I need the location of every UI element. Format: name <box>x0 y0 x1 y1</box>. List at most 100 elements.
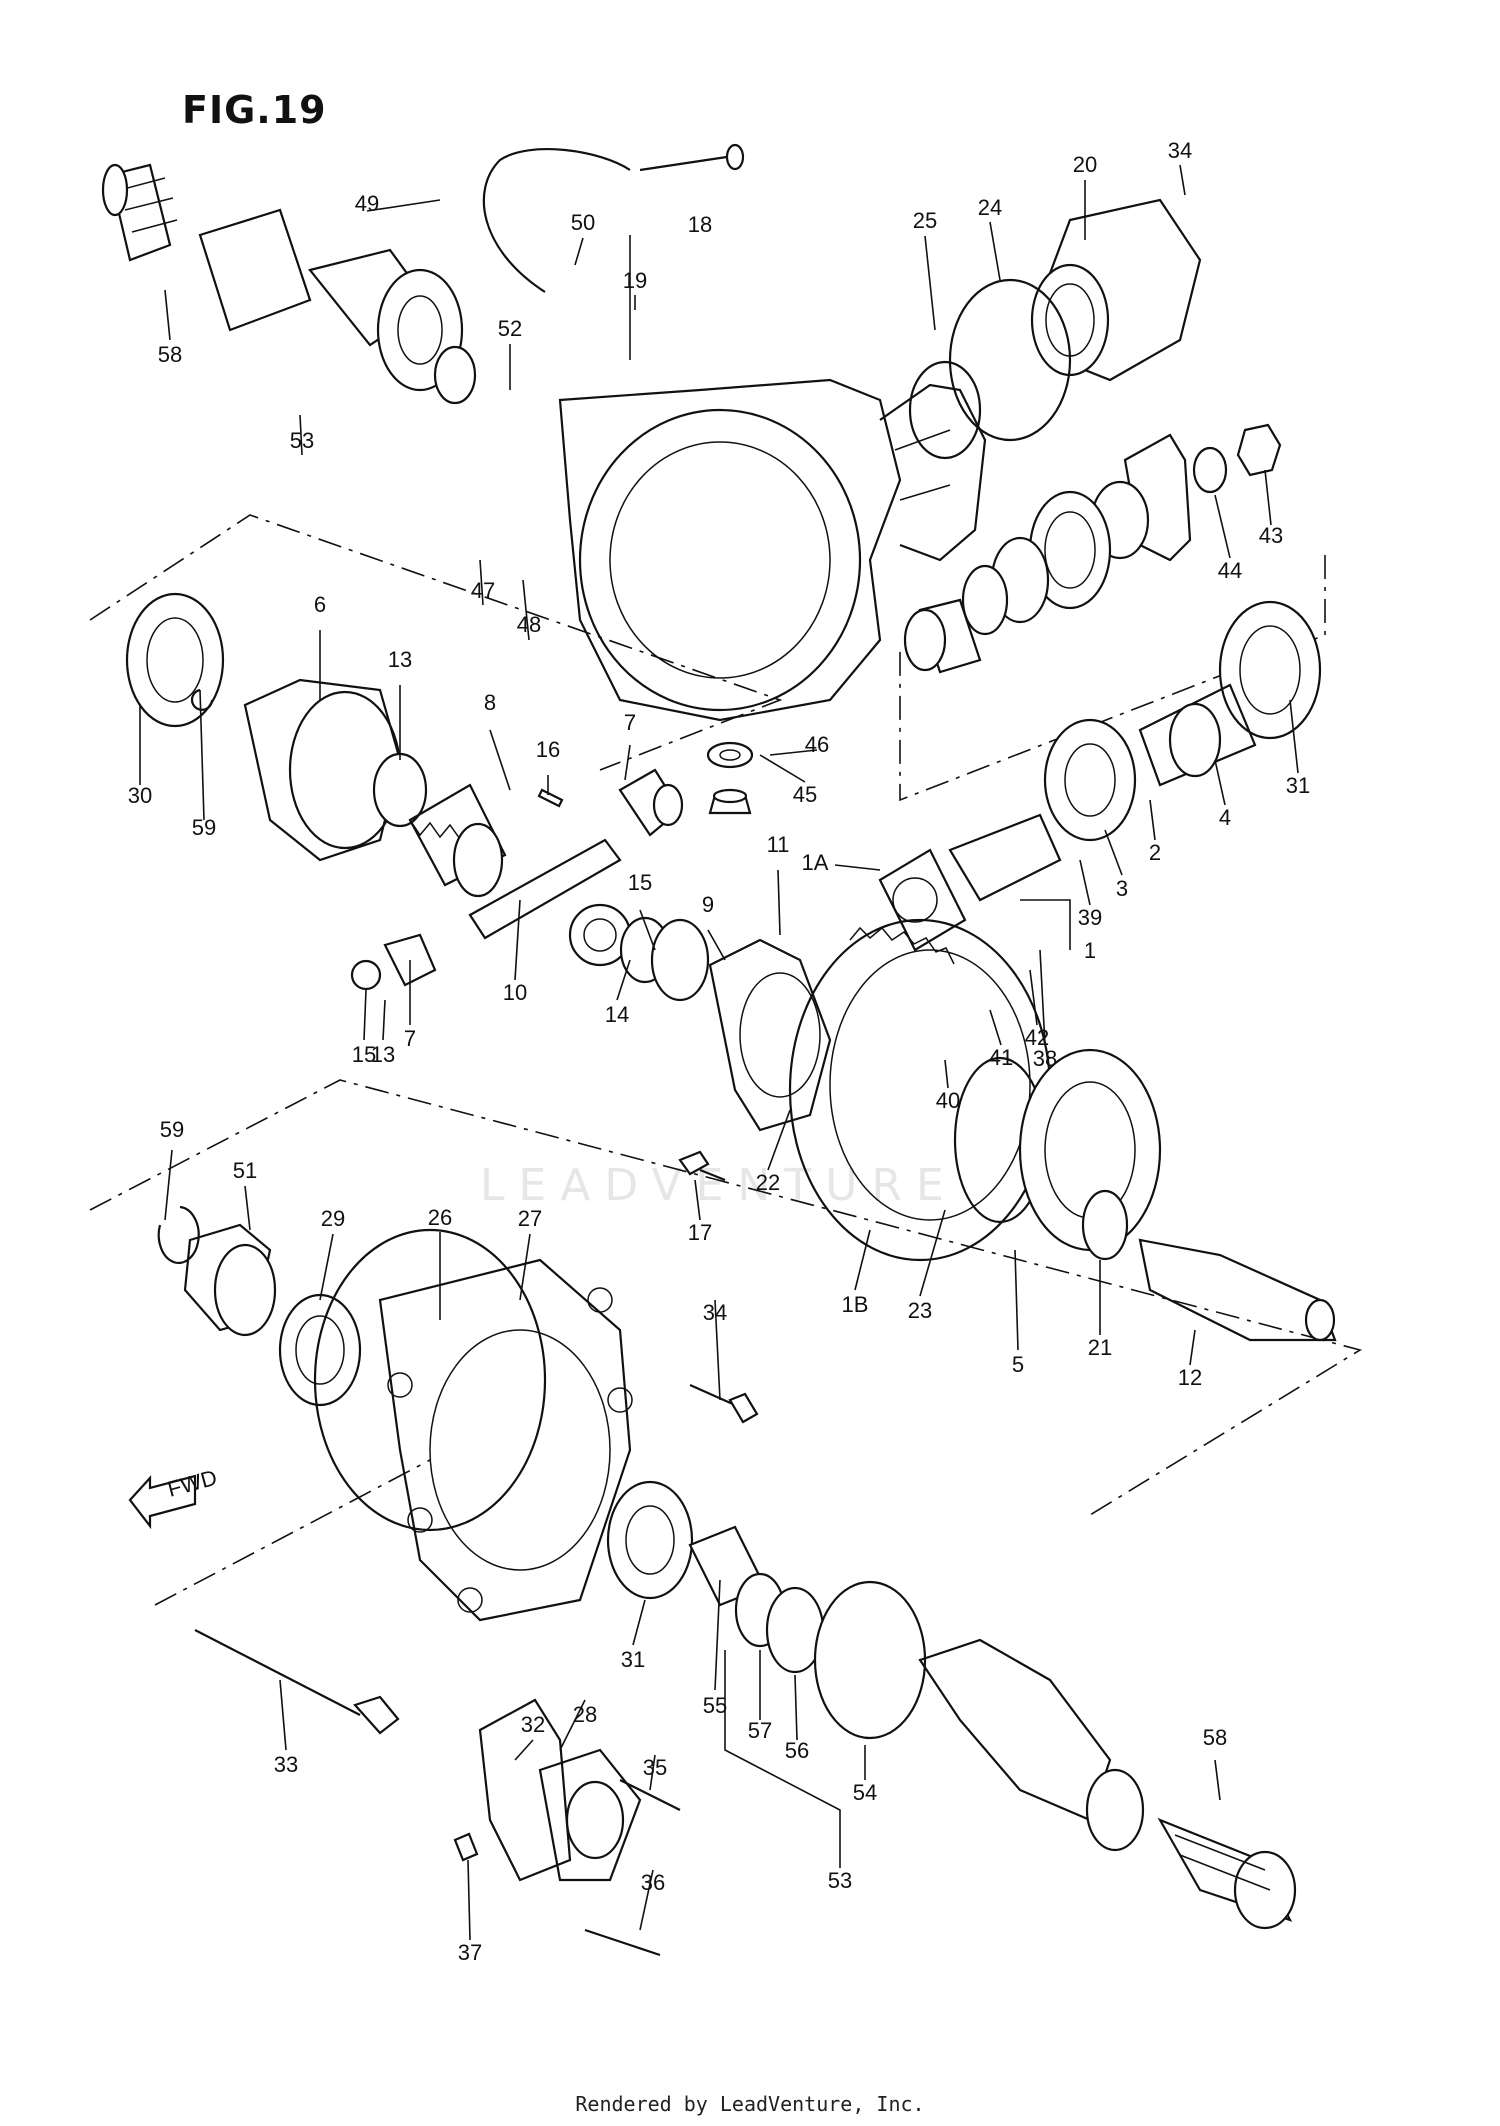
callout-18: 18 <box>688 212 712 237</box>
callout-44: 44 <box>1218 558 1242 583</box>
leader-line <box>164 1149 173 1221</box>
leader-line <box>199 689 205 821</box>
through-bolt-33 <box>194 1629 400 1735</box>
leader-line <box>574 237 584 266</box>
leader-line <box>522 579 530 641</box>
group-outline-carrier <box>154 1459 431 1606</box>
vent-hose <box>482 148 631 293</box>
callout-17: 17 <box>688 1220 712 1245</box>
pinion-gear-7-upper <box>618 768 684 837</box>
callout-25: 25 <box>913 208 937 233</box>
callout-16: 16 <box>536 737 560 762</box>
leader-line <box>1104 829 1123 876</box>
output-flange <box>1090 423 1282 562</box>
callout-59: 59 <box>192 815 216 840</box>
right-axle-boot <box>1157 1817 1297 1930</box>
bolt-35 <box>584 1928 661 1957</box>
callout-28: 28 <box>573 1702 597 1727</box>
leader-line <box>319 1233 334 1301</box>
leader-line <box>366 199 441 212</box>
group-outline-differential <box>89 514 783 771</box>
callout-47: 47 <box>471 578 495 603</box>
leader-line <box>1214 494 1231 559</box>
leader-line <box>769 749 818 756</box>
pinion-retainer <box>908 198 1202 460</box>
leader-line <box>924 235 936 331</box>
callout-1B: 1B <box>842 1292 869 1317</box>
leader-line <box>714 1299 721 1401</box>
callout-26: 26 <box>428 1205 452 1230</box>
callout-53: 53 <box>828 1868 852 1893</box>
group-outline-rear <box>89 1079 1363 1516</box>
final-gear-case-27 <box>378 1258 633 1622</box>
leader-line <box>632 1599 646 1646</box>
leader-line <box>989 221 1001 281</box>
leader-line <box>559 1699 586 1751</box>
callout-54: 54 <box>853 1780 877 1805</box>
callout-57: 57 <box>748 1718 772 1743</box>
callout-42: 42 <box>1025 1025 1049 1050</box>
leader-line <box>649 1754 656 1791</box>
leader-line <box>1020 899 1071 950</box>
callout-34: 34 <box>703 1300 727 1325</box>
callout-58: 58 <box>1203 1725 1227 1750</box>
callout-31: 31 <box>1286 773 1310 798</box>
pinion-gear-7-lower <box>350 933 437 991</box>
leader-line <box>519 1233 531 1301</box>
leader-line <box>1079 859 1091 906</box>
callout-49: 49 <box>355 191 379 216</box>
plug-45 <box>708 788 752 815</box>
seal-54 <box>813 1580 927 1740</box>
callout-6: 6 <box>314 592 326 617</box>
right-drive-joint <box>918 1638 1145 1852</box>
callout-10: 10 <box>503 980 527 1005</box>
leader-line <box>1289 699 1299 774</box>
callout-55: 55 <box>703 1693 727 1718</box>
leader-line <box>616 959 631 1001</box>
callout-53: 53 <box>290 428 314 453</box>
callout-29: 29 <box>321 1206 345 1231</box>
callout-38: 38 <box>1033 1046 1057 1071</box>
callout-27: 27 <box>518 1206 542 1231</box>
callout-48: 48 <box>517 612 541 637</box>
leader-line <box>514 899 521 981</box>
gasket-26 <box>313 1228 547 1532</box>
output-shaft-12 <box>1138 1238 1337 1342</box>
callout-13: 13 <box>388 647 412 672</box>
callout-59: 59 <box>160 1117 184 1142</box>
callout-41: 41 <box>989 1045 1013 1070</box>
callout-5: 5 <box>1012 1352 1024 1377</box>
callout-9: 9 <box>702 892 714 917</box>
differential-housing <box>558 378 987 722</box>
leader-lines <box>139 164 1299 1941</box>
leader-line <box>759 754 806 783</box>
callout-8: 8 <box>484 690 496 715</box>
leader-line <box>639 909 656 951</box>
carrier-11 <box>708 938 832 1132</box>
callout-37: 37 <box>458 1940 482 1965</box>
callout-3: 3 <box>1116 876 1128 901</box>
leader-line <box>767 1109 791 1171</box>
bolt-17 <box>678 1150 726 1182</box>
oil-seal-51 <box>183 1223 277 1337</box>
callout-35: 35 <box>643 1755 667 1780</box>
callout-39: 39 <box>1078 905 1102 930</box>
side-gear-8 <box>408 783 507 898</box>
leader-line <box>724 1650 841 1868</box>
callout-20: 20 <box>1073 152 1097 177</box>
leader-line <box>1214 759 1226 806</box>
callout-13: 13 <box>371 1042 395 1067</box>
callout-2: 2 <box>1149 840 1161 865</box>
callout-14: 14 <box>605 1002 629 1027</box>
figure-title: FIG.19 <box>182 88 327 132</box>
leader-line <box>382 999 386 1041</box>
gasket-32 <box>478 1698 572 1882</box>
leader-line <box>363 989 367 1041</box>
leader-line <box>1014 1249 1019 1351</box>
callout-36: 36 <box>641 1870 665 1895</box>
callout-52: 52 <box>498 316 522 341</box>
hose-cut-end <box>725 143 745 171</box>
rendered-by-footer: Rendered by LeadVenture, Inc. <box>575 2092 925 2116</box>
